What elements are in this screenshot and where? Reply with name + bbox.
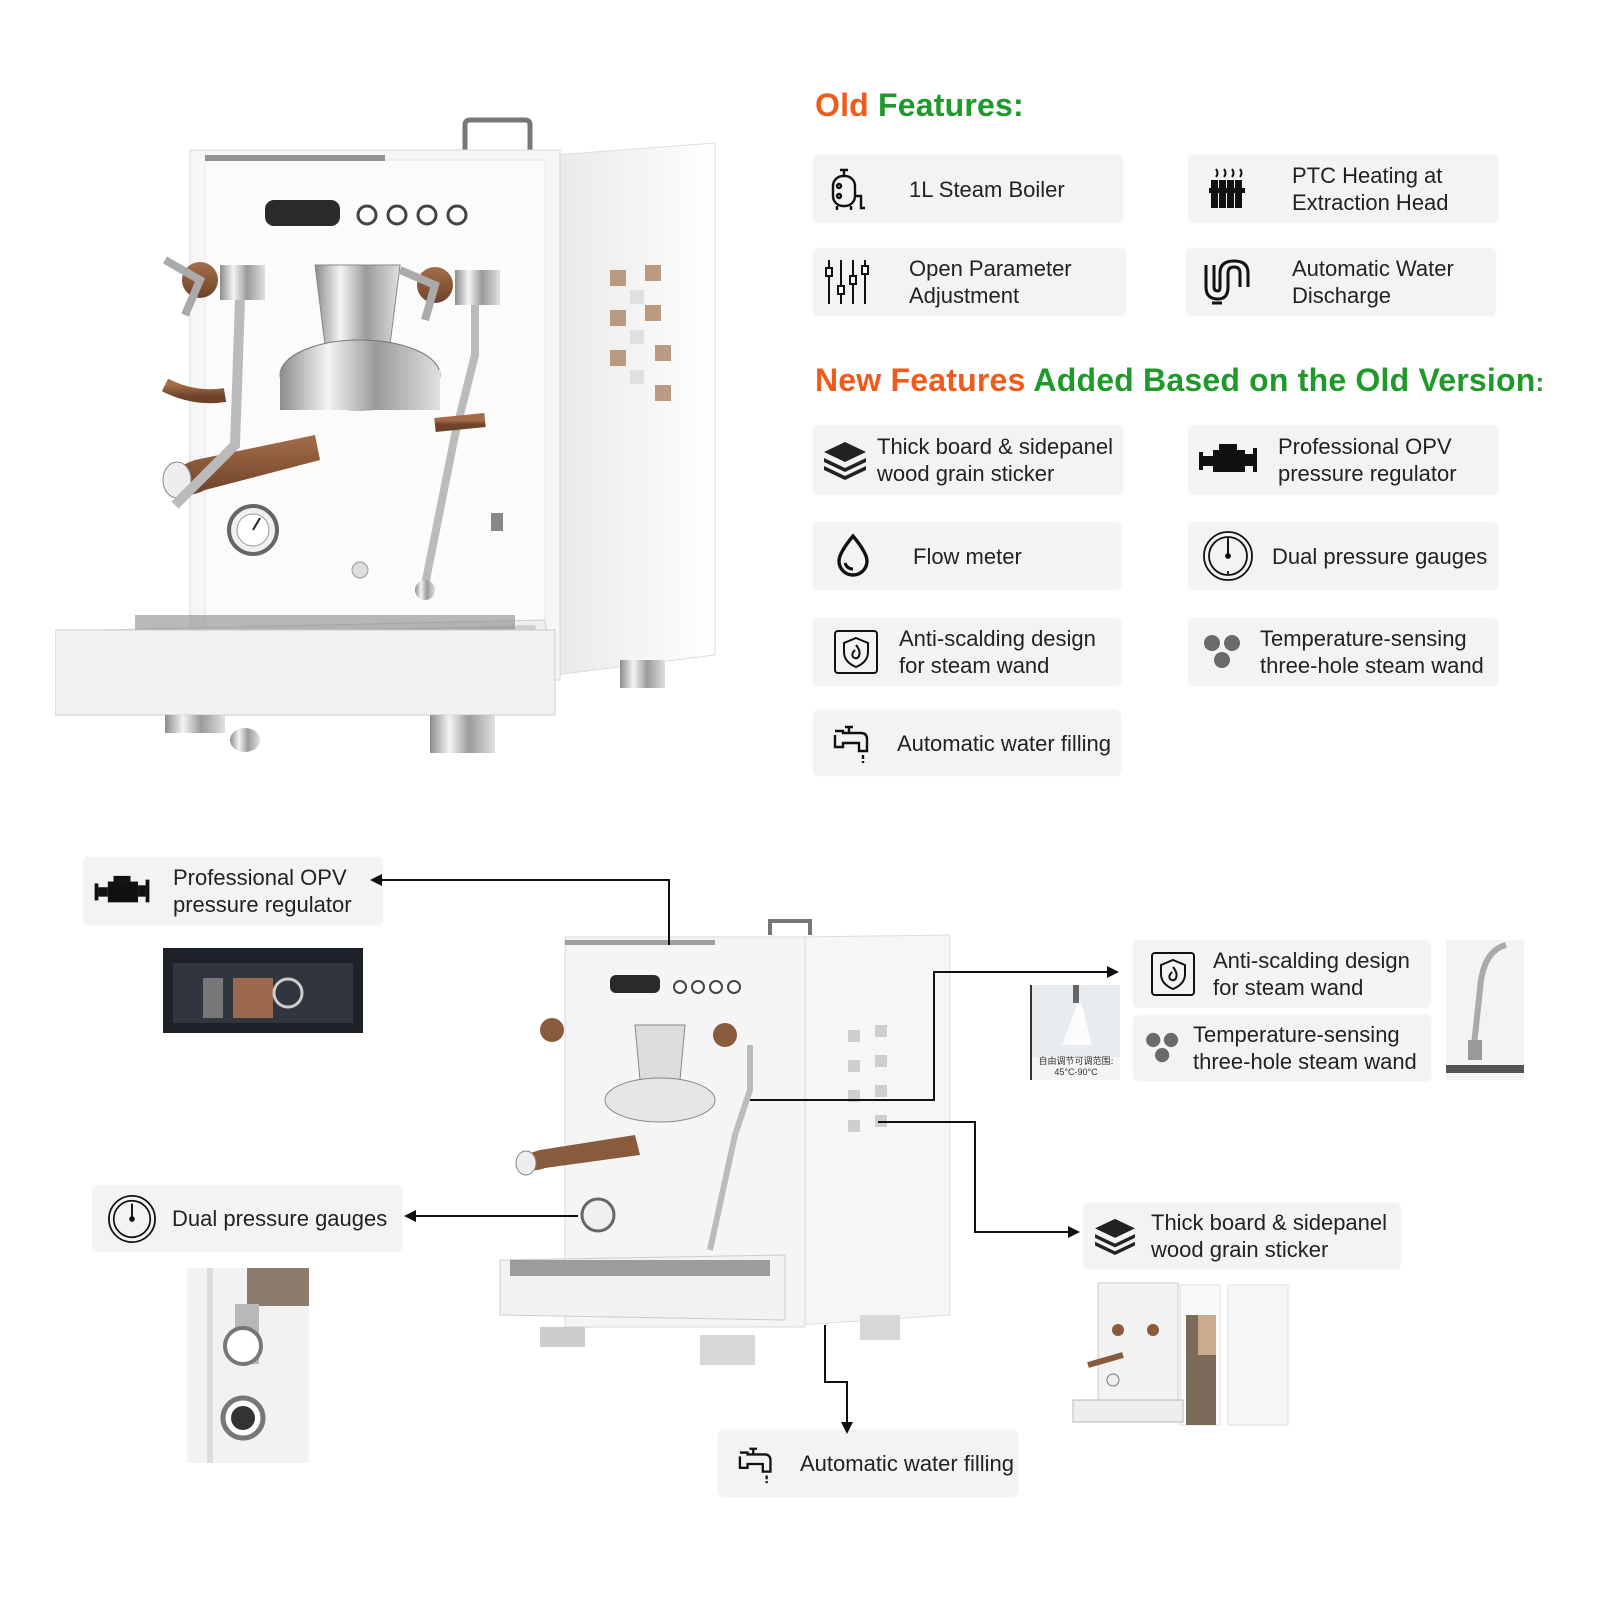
water-discharge-icon (1186, 248, 1268, 316)
old-features-heading-part1: Old (815, 87, 869, 123)
layers-icon (813, 425, 877, 495)
callout-temp-wand-line2: three-hole steam wand (1193, 1049, 1417, 1074)
new-features-heading: New Features Added Based on the Old Vers… (815, 362, 1544, 399)
new-feature-card: Dual pressure gauges (1188, 522, 1498, 590)
new-feature-card: Flow meter (813, 522, 1121, 590)
parameter-sliders-icon (813, 248, 883, 316)
engine-icon (1188, 425, 1268, 495)
connector-line (380, 879, 670, 881)
faucet-icon (813, 710, 897, 776)
callout-board-line2: wood grain sticker (1151, 1237, 1329, 1262)
arrowhead (370, 874, 382, 886)
new-feature-card: Automatic water filling (813, 710, 1121, 776)
three-dots-icon (1133, 1015, 1193, 1081)
old-feature-label-line1: Automatic Water (1292, 256, 1454, 281)
old-feature-card: Automatic Water Discharge (1186, 248, 1496, 316)
new-feature-card: Professional OPV pressure regulator (1188, 425, 1498, 495)
new-feature-label-line2: for steam wand (899, 653, 1050, 678)
steam-wand-photo-caption-line1: 自由调节可调范围: (1038, 1057, 1114, 1067)
arrowhead (1107, 966, 1119, 978)
new-feature-label: Flow meter (913, 543, 1022, 569)
connector-line (846, 1381, 848, 1423)
opv-photo (163, 948, 363, 1033)
faucet-icon (718, 1430, 800, 1497)
callout-gauges: Dual pressure gauges (92, 1185, 402, 1252)
connector-line (974, 1231, 1070, 1233)
ptc-heater-icon (1188, 155, 1268, 223)
connector-line (933, 971, 1109, 973)
new-feature-label: Dual pressure gauges (1272, 543, 1488, 569)
new-feature-label-line1: Thick board & sidepanel (877, 434, 1114, 459)
callout-anti-scald-line1: Anti-scalding design (1213, 948, 1410, 973)
connector-line (668, 879, 670, 945)
arrowhead (404, 1210, 416, 1222)
callout-board: Thick board & sidepanel wood grain stick… (1083, 1203, 1401, 1269)
steam-wand-photo-caption-line2: 45°C-90°C (1054, 1067, 1098, 1077)
callout-water-fill-label: Automatic water filling (800, 1451, 1014, 1476)
connector-line (416, 1215, 578, 1217)
gauges-photo (187, 1268, 309, 1463)
new-feature-label-line1: Temperature-sensing (1260, 626, 1467, 651)
old-feature-label: 1L Steam Boiler (909, 176, 1065, 202)
steam-wand-photo: 自由调节可调范围: 45°C-90°C (1030, 985, 1120, 1080)
shield-flame-icon (813, 618, 899, 686)
steam-boiler-icon (813, 155, 883, 223)
gauge-icon (92, 1185, 172, 1252)
new-features-heading-colon: : (1535, 367, 1545, 397)
connector-line (878, 1121, 976, 1123)
callout-temp-wand: Temperature-sensing three-hole steam wan… (1133, 1015, 1431, 1081)
shield-flame-icon (1133, 940, 1213, 1008)
callout-anti-scald: Anti-scalding design for steam wand (1133, 940, 1431, 1008)
callout-gauges-label: Dual pressure gauges (172, 1206, 388, 1231)
callout-opv-line1: Professional OPV (173, 865, 347, 890)
engine-icon (83, 857, 161, 925)
water-drop-icon (813, 522, 893, 590)
old-feature-label-line1: Open Parameter (909, 256, 1072, 281)
espresso-machine-main-image (55, 117, 716, 753)
old-feature-card: PTC Heating at Extraction Head (1188, 155, 1498, 223)
old-feature-label-line2: Extraction Head (1292, 190, 1449, 215)
old-features-heading: Old Features: (815, 87, 1024, 124)
old-feature-card: 1L Steam Boiler (813, 155, 1123, 223)
wand-closeup-photo (1446, 940, 1524, 1080)
arrowhead (841, 1422, 853, 1434)
machine-exploded-photo (1068, 1275, 1293, 1440)
gauge-icon (1188, 522, 1268, 590)
new-feature-label-line2: wood grain sticker (877, 461, 1055, 486)
callout-temp-wand-line1: Temperature-sensing (1193, 1022, 1400, 1047)
new-feature-card: Temperature-sensing three-hole steam wan… (1188, 618, 1498, 686)
layers-icon (1083, 1203, 1147, 1269)
arrowhead (1068, 1226, 1080, 1238)
new-feature-card: Anti-scalding design for steam wand (813, 618, 1121, 686)
old-feature-label-line2: Discharge (1292, 283, 1392, 308)
connector-line (933, 971, 935, 1101)
new-feature-label: Automatic water filling (897, 730, 1111, 756)
old-feature-card: Open Parameter Adjustment (813, 248, 1126, 316)
new-feature-card: Thick board & sidepanel wood grain stick… (813, 425, 1123, 495)
new-feature-label-line2: three-hole steam wand (1260, 653, 1484, 678)
new-features-heading-part1: New Features (815, 362, 1026, 398)
espresso-machine-callout-image (499, 919, 951, 1365)
connector-line (824, 1381, 848, 1383)
new-feature-label-line1: Professional OPV (1278, 434, 1452, 459)
new-features-heading-part2: Added Based on the Old Version (1025, 362, 1536, 398)
callout-opv: Professional OPV pressure regulator (83, 857, 383, 925)
old-feature-label-line2: Adjustment (909, 283, 1020, 308)
callout-water-fill: Automatic water filling (718, 1430, 1018, 1497)
callout-anti-scald-line2: for steam wand (1213, 975, 1364, 1000)
old-features-heading-part2: Features: (868, 87, 1024, 123)
new-feature-label-line1: Anti-scalding design (899, 626, 1096, 651)
connector-line (750, 1099, 935, 1101)
callout-board-line1: Thick board & sidepanel (1151, 1210, 1388, 1235)
connector-line (974, 1121, 976, 1233)
callout-opv-line2: pressure regulator (173, 892, 352, 917)
connector-line (824, 1325, 826, 1383)
three-dots-icon (1188, 618, 1258, 686)
new-feature-label-line2: pressure regulator (1278, 461, 1457, 486)
old-feature-label-line1: PTC Heating at (1292, 163, 1443, 188)
